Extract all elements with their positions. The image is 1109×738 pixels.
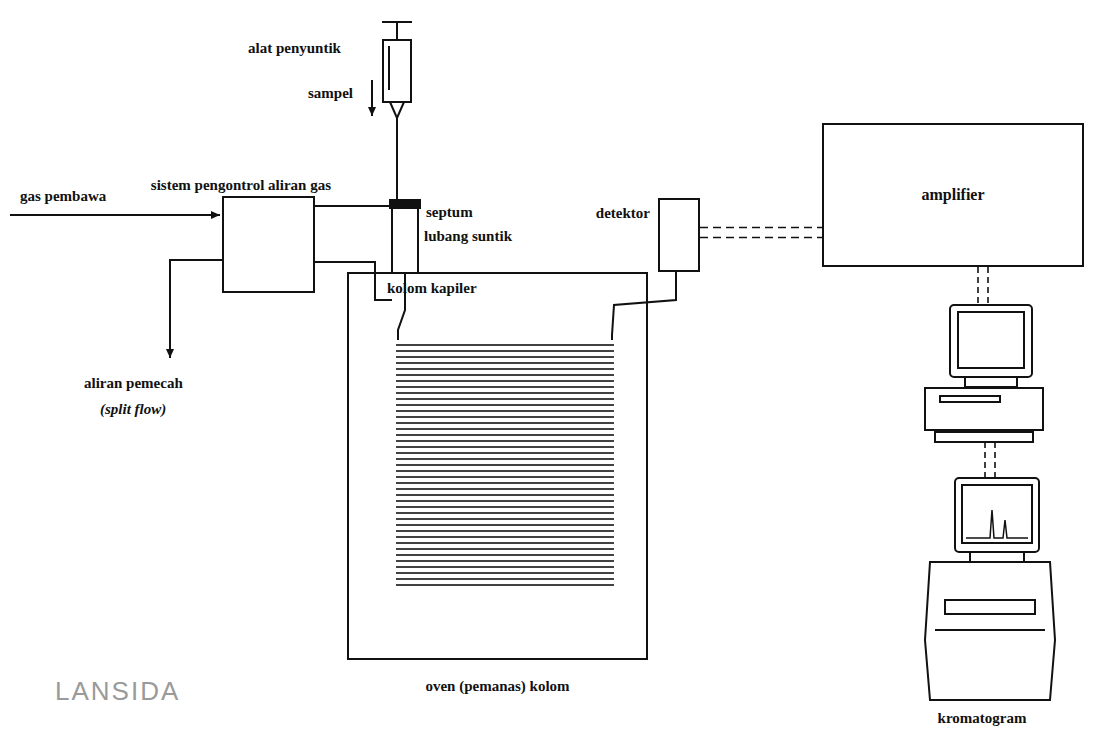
detector-box: detektor [658,198,700,272]
part-label: kromatogram [938,710,1027,727]
node-label: detektor [596,205,650,222]
data-cables [978,267,995,478]
part-label: aliran pemecah [84,375,183,392]
part-label: septum [426,204,473,221]
part-label: lubang suntik [424,228,512,245]
gas-lines [10,206,392,358]
syringe [382,22,412,205]
injection-port [390,200,420,272]
node-label: kolom kapiler [387,280,477,297]
computer [925,305,1043,442]
column-oven: kolom kapileroven (pemanas) kolom [347,272,648,660]
column-coil [396,340,614,590]
gas-control-box: sistem pengontrol aliran gas [222,196,315,293]
node-label: oven (pemanas) kolom [425,678,569,695]
part-label: (split flow) [100,401,166,418]
part-label: LANSIDA [55,676,180,707]
sample-arrow [371,80,373,116]
part-label: sampel [308,85,353,102]
node-label: sistem pengontrol aliran gas [151,177,331,194]
part-label: gas pembawa [20,188,106,205]
amplifier-box: amplifier [822,123,1084,267]
part-label: alat penyuntik [248,40,341,57]
node-label: amplifier [921,186,984,204]
signal-cable [700,228,822,238]
chromatogram-monitor [925,478,1055,700]
